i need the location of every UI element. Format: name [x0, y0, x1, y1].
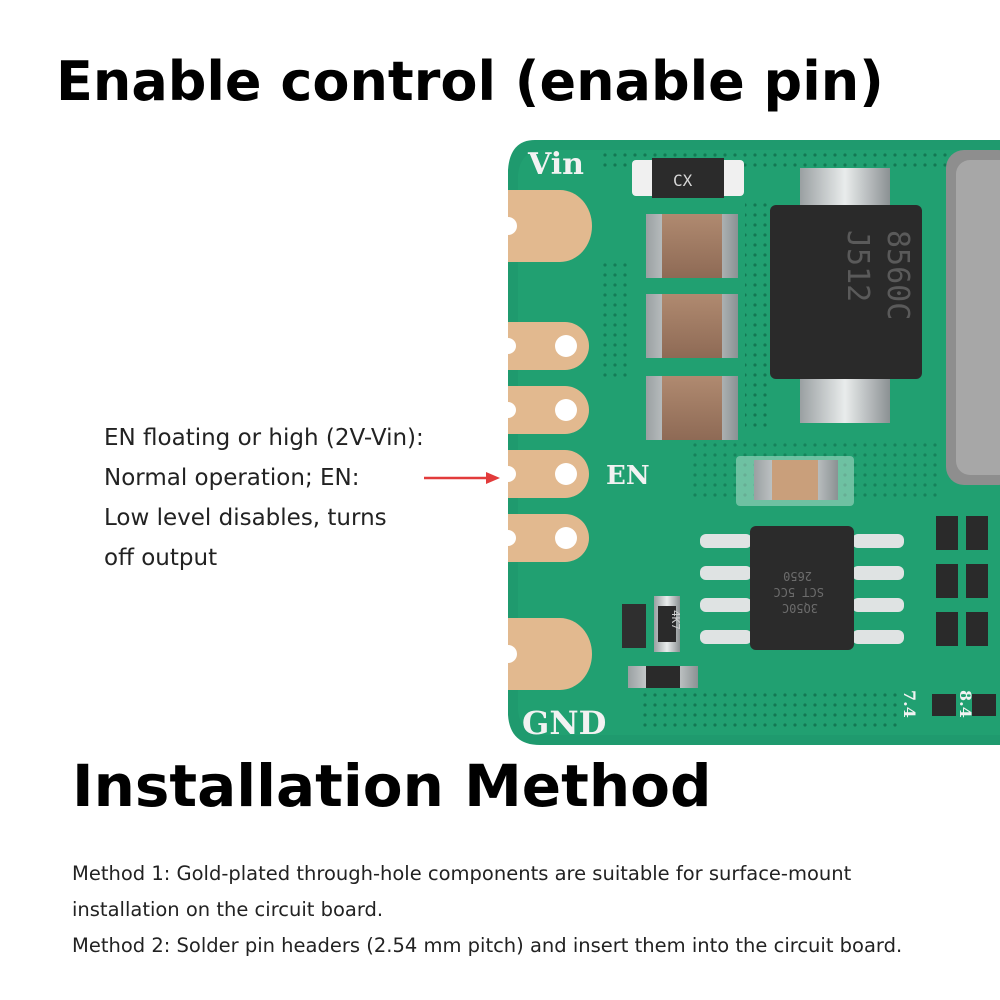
- gold-pads: [499, 190, 592, 690]
- section-title: Installation Method: [72, 752, 712, 820]
- ic-marking-1: 2650: [783, 569, 812, 583]
- method-line: Method 2: Solder pin headers (2.54 mm pi…: [72, 934, 903, 957]
- inductor: [946, 150, 1000, 485]
- en-description-line: off output: [104, 545, 218, 571]
- en-description-line: Low level disables, turns: [104, 505, 387, 531]
- en-description-line: Normal operation; EN:: [104, 465, 360, 491]
- en-arrow: [424, 472, 500, 484]
- small-resistors: 4K7: [622, 596, 698, 688]
- edge-mark-1: 7.4: [900, 690, 919, 718]
- schottky-diode: J512 8560C: [770, 168, 922, 423]
- diode-marking-2: 8560C: [880, 230, 915, 320]
- method-line: Method 1: Gold-plated through-hole compo…: [72, 862, 852, 885]
- diode-marking-1: J512: [840, 230, 875, 302]
- vin-label: Vin: [527, 147, 584, 182]
- edge-mark-2: 8.4: [956, 690, 975, 718]
- cx-component: CX: [632, 158, 744, 198]
- ic-marking-2: SCT 5CC: [773, 585, 824, 599]
- output-components: [932, 516, 996, 716]
- en-label: EN: [606, 461, 650, 491]
- ic-marking-3: 3Q50C: [782, 601, 818, 615]
- resistor-marking: 4K7: [669, 610, 682, 630]
- page-title: Enable control (enable pin): [56, 50, 884, 113]
- installation-methods: Method 1: Gold-plated through-hole compo…: [72, 856, 987, 964]
- en-resistor: [736, 456, 854, 506]
- ceramic-capacitors: [646, 214, 738, 440]
- en-description: EN floating or high (2V-Vin): Normal ope…: [104, 418, 494, 578]
- method-line: installation on the circuit board.: [72, 898, 384, 921]
- regulator-ic: 2650 SCT 5CC 3Q50C: [700, 526, 904, 650]
- cx-marking: CX: [673, 171, 693, 190]
- en-description-line: EN floating or high (2V-Vin):: [104, 425, 424, 451]
- gnd-label: GND: [522, 704, 606, 742]
